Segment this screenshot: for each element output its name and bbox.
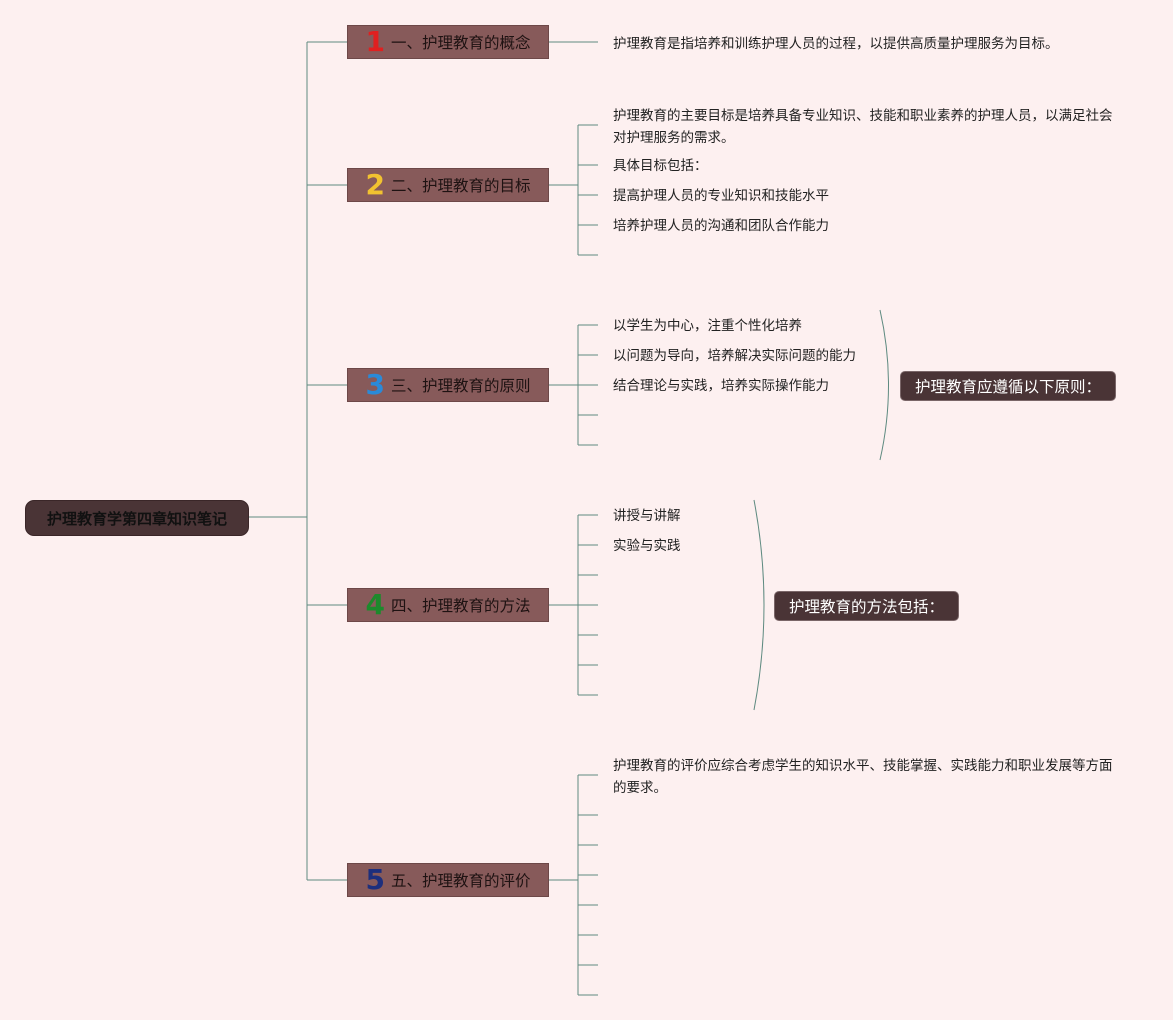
leaf-goal-1[interactable]: 护理教育的主要目标是培养具备专业知识、技能和职业素养的护理人员，以满足社会对护理…: [613, 108, 1113, 146]
branch-evaluation[interactable]: 5 五、护理教育的评价: [347, 863, 549, 897]
leaf-principle-3[interactable]: 结合理论与实践，培养实际操作能力: [613, 378, 829, 394]
branch-number: 1: [365, 25, 385, 58]
branch-number: 4: [365, 588, 385, 621]
leaf-principle-2[interactable]: 以问题为导向，培养解决实际问题的能力: [613, 348, 856, 364]
leaf-method-2[interactable]: 实验与实践: [613, 538, 681, 554]
leaf-goal-3[interactable]: 提高护理人员的专业知识和技能水平: [613, 188, 829, 204]
root-title: 护理教育学第四章知识笔记: [46, 509, 227, 528]
branch-principle[interactable]: 3 三、护理教育的原则: [347, 368, 549, 402]
root-node[interactable]: 护理教育学第四章知识笔记: [25, 500, 249, 536]
leaf-goal-4[interactable]: 培养护理人员的沟通和团队合作能力: [613, 218, 829, 234]
branch-number: 5: [365, 863, 385, 896]
leaf-goal-2[interactable]: 具体目标包括：: [613, 158, 708, 174]
branch-goal[interactable]: 2 二、护理教育的目标: [347, 168, 549, 202]
leaf-evaluation-1[interactable]: 护理教育的评价应综合考虑学生的知识水平、技能掌握、实践能力和职业发展等方面的要求…: [613, 758, 1113, 796]
leaf-concept-1[interactable]: 护理教育是指培养和训练护理人员的过程，以提供高质量护理服务为目标。: [613, 36, 1059, 52]
leaf-method-1[interactable]: 讲授与讲解: [613, 508, 681, 524]
branch-label: 三、护理教育的原则: [390, 377, 531, 395]
callout-method[interactable]: 护理教育的方法包括：: [774, 591, 960, 621]
branch-number: 3: [365, 368, 385, 401]
branch-label: 四、护理教育的方法: [390, 597, 531, 615]
branch-concept[interactable]: 1 一、护理教育的概念: [347, 25, 549, 59]
branch-number: 2: [365, 168, 385, 201]
leaf-principle-1[interactable]: 以学生为中心，注重个性化培养: [613, 318, 802, 334]
branch-label: 一、护理教育的概念: [390, 34, 531, 52]
branch-method[interactable]: 4 四、护理教育的方法: [347, 588, 549, 622]
callout-principle[interactable]: 护理教育应遵循以下原则：: [900, 371, 1117, 401]
branch-label: 五、护理教育的评价: [390, 872, 531, 890]
branch-label: 二、护理教育的目标: [390, 177, 531, 195]
